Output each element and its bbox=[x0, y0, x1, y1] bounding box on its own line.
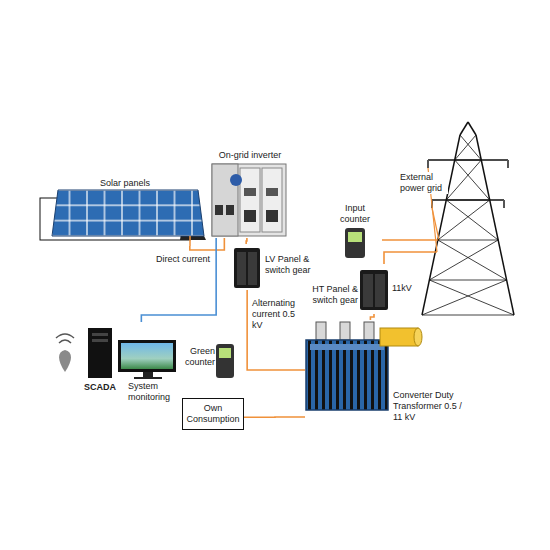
node-label: HT Panel & switch gear bbox=[310, 284, 358, 306]
pylon-brace bbox=[422, 315, 514, 316]
power-cable bbox=[384, 252, 395, 264]
green-counter: Green counter bbox=[182, 340, 238, 382]
node-label: Solar panels bbox=[75, 178, 175, 189]
pylon-brace bbox=[455, 135, 476, 160]
pylon-brace bbox=[446, 200, 498, 240]
power-cable bbox=[245, 238, 247, 244]
input-meter-art bbox=[345, 228, 365, 258]
lv-panel-art bbox=[234, 248, 260, 288]
pylon-brace bbox=[446, 200, 489, 201]
power-cable bbox=[190, 238, 225, 250]
pylon-brace bbox=[422, 280, 507, 315]
pylon-brace bbox=[460, 135, 481, 160]
pylon-brace bbox=[429, 280, 514, 315]
power-cable bbox=[382, 239, 395, 241]
node-label: Own Consumption bbox=[185, 403, 241, 425]
inverter: On-grid inverter bbox=[210, 148, 292, 238]
scada-station: SCADA System monitoring bbox=[50, 322, 182, 406]
power-cable bbox=[244, 416, 305, 418]
input-counter: Input counter bbox=[330, 203, 382, 260]
ht-panel: HT Panel & switch gear bbox=[310, 264, 390, 314]
pylon-brace bbox=[438, 240, 498, 241]
solar-panel-art bbox=[40, 190, 206, 246]
node-label: On-grid inverter bbox=[210, 150, 290, 161]
node-label: SCADA bbox=[80, 382, 120, 393]
edge-label: Direct current bbox=[140, 254, 210, 265]
pylon-brace bbox=[438, 240, 507, 280]
pylon-brace bbox=[446, 160, 481, 200]
power-cable bbox=[247, 290, 305, 370]
ht-panel-art bbox=[360, 270, 388, 310]
node-label: Green counter bbox=[182, 346, 215, 368]
node-sublabel: System monitoring bbox=[128, 381, 180, 403]
scada-art bbox=[56, 328, 176, 379]
lv-panel: LV Panel & switch gear bbox=[232, 244, 331, 290]
consumption-box: Own Consumption bbox=[182, 398, 244, 430]
solar-panels: Solar panels bbox=[35, 178, 207, 246]
node-label: Converter Duty Transformer 0.5 / 11 kV bbox=[393, 390, 469, 423]
power-cable bbox=[370, 314, 374, 320]
pylon-brace bbox=[429, 240, 498, 280]
node-label: LV Panel & switch gear bbox=[265, 254, 329, 276]
green-meter-art bbox=[216, 344, 234, 378]
edge-label: Alternating current 0.5 kV bbox=[252, 298, 304, 331]
inverter-art bbox=[212, 164, 286, 236]
pylon-brace bbox=[455, 160, 490, 200]
voltage-label: 11kV bbox=[392, 283, 418, 294]
pylon-brace bbox=[455, 160, 482, 161]
data-link bbox=[141, 238, 216, 322]
node-label: Input counter bbox=[330, 203, 380, 225]
node-label: External power grid bbox=[400, 172, 448, 194]
transformer: Converter Duty Transformer 0.5 / 11 kV bbox=[305, 320, 471, 432]
pylon-brace bbox=[438, 200, 490, 240]
pylon-brace bbox=[429, 280, 506, 281]
